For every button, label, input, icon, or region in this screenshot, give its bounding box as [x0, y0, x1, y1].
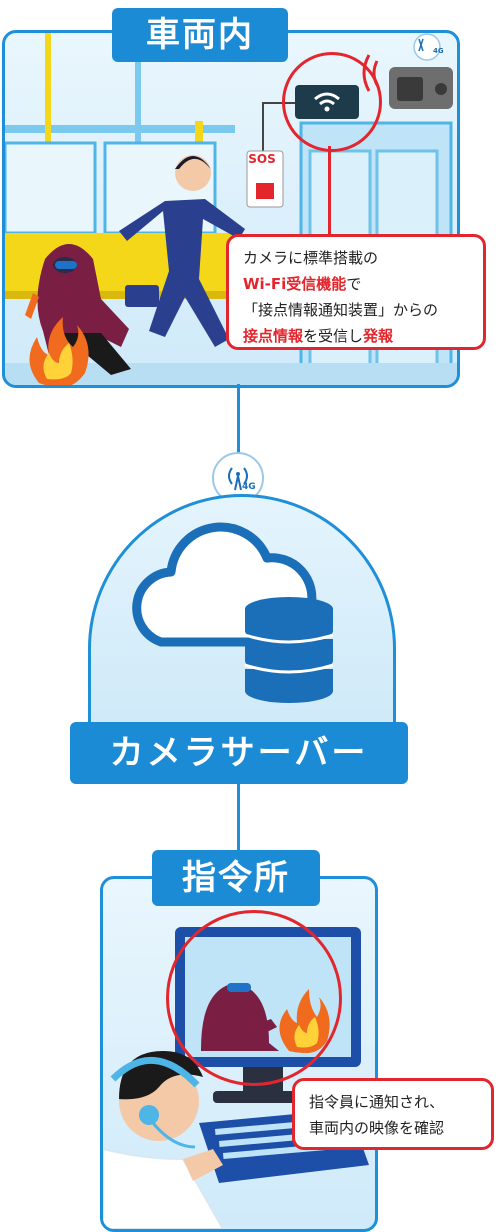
- monitor-highlight: [166, 910, 342, 1086]
- callout-line1: カメラに標準搭載の: [243, 249, 379, 267]
- callout-connector: [328, 146, 331, 236]
- svg-text:4G: 4G: [433, 47, 444, 55]
- connector-server-command: [237, 784, 240, 854]
- callout-line3: 「接点情報通知装置」からの: [243, 301, 439, 319]
- callout-line2-rest: で: [346, 275, 362, 293]
- train-callout: カメラに標準搭載の Wi-Fi受信機能で 「接点情報通知装置」からの 接点情報を…: [226, 234, 486, 350]
- connector-train-server: [237, 384, 240, 454]
- command-callout-line1: 指令員に通知され、: [309, 1093, 445, 1111]
- command-callout-line2: 車両内の映像を確認: [309, 1119, 445, 1137]
- callout-alarm: 発報: [363, 327, 394, 345]
- callout-contact-info: 接点情報: [243, 327, 304, 345]
- wifi-device-highlight: [282, 52, 382, 152]
- callout-wifi-text: Wi-Fi受信機能: [243, 275, 347, 293]
- sos-text: SOS: [248, 152, 276, 166]
- cloud-database-icon: [132, 522, 334, 703]
- signal-4g-label: 4G: [242, 482, 256, 492]
- server-title: カメラサーバー: [70, 722, 408, 784]
- command-title: 指令所: [152, 850, 320, 906]
- command-callout: 指令員に通知され、 車両内の映像を確認: [292, 1078, 494, 1150]
- callout-line4-mid: を受信し: [303, 327, 364, 345]
- train-title: 車両内: [112, 8, 288, 62]
